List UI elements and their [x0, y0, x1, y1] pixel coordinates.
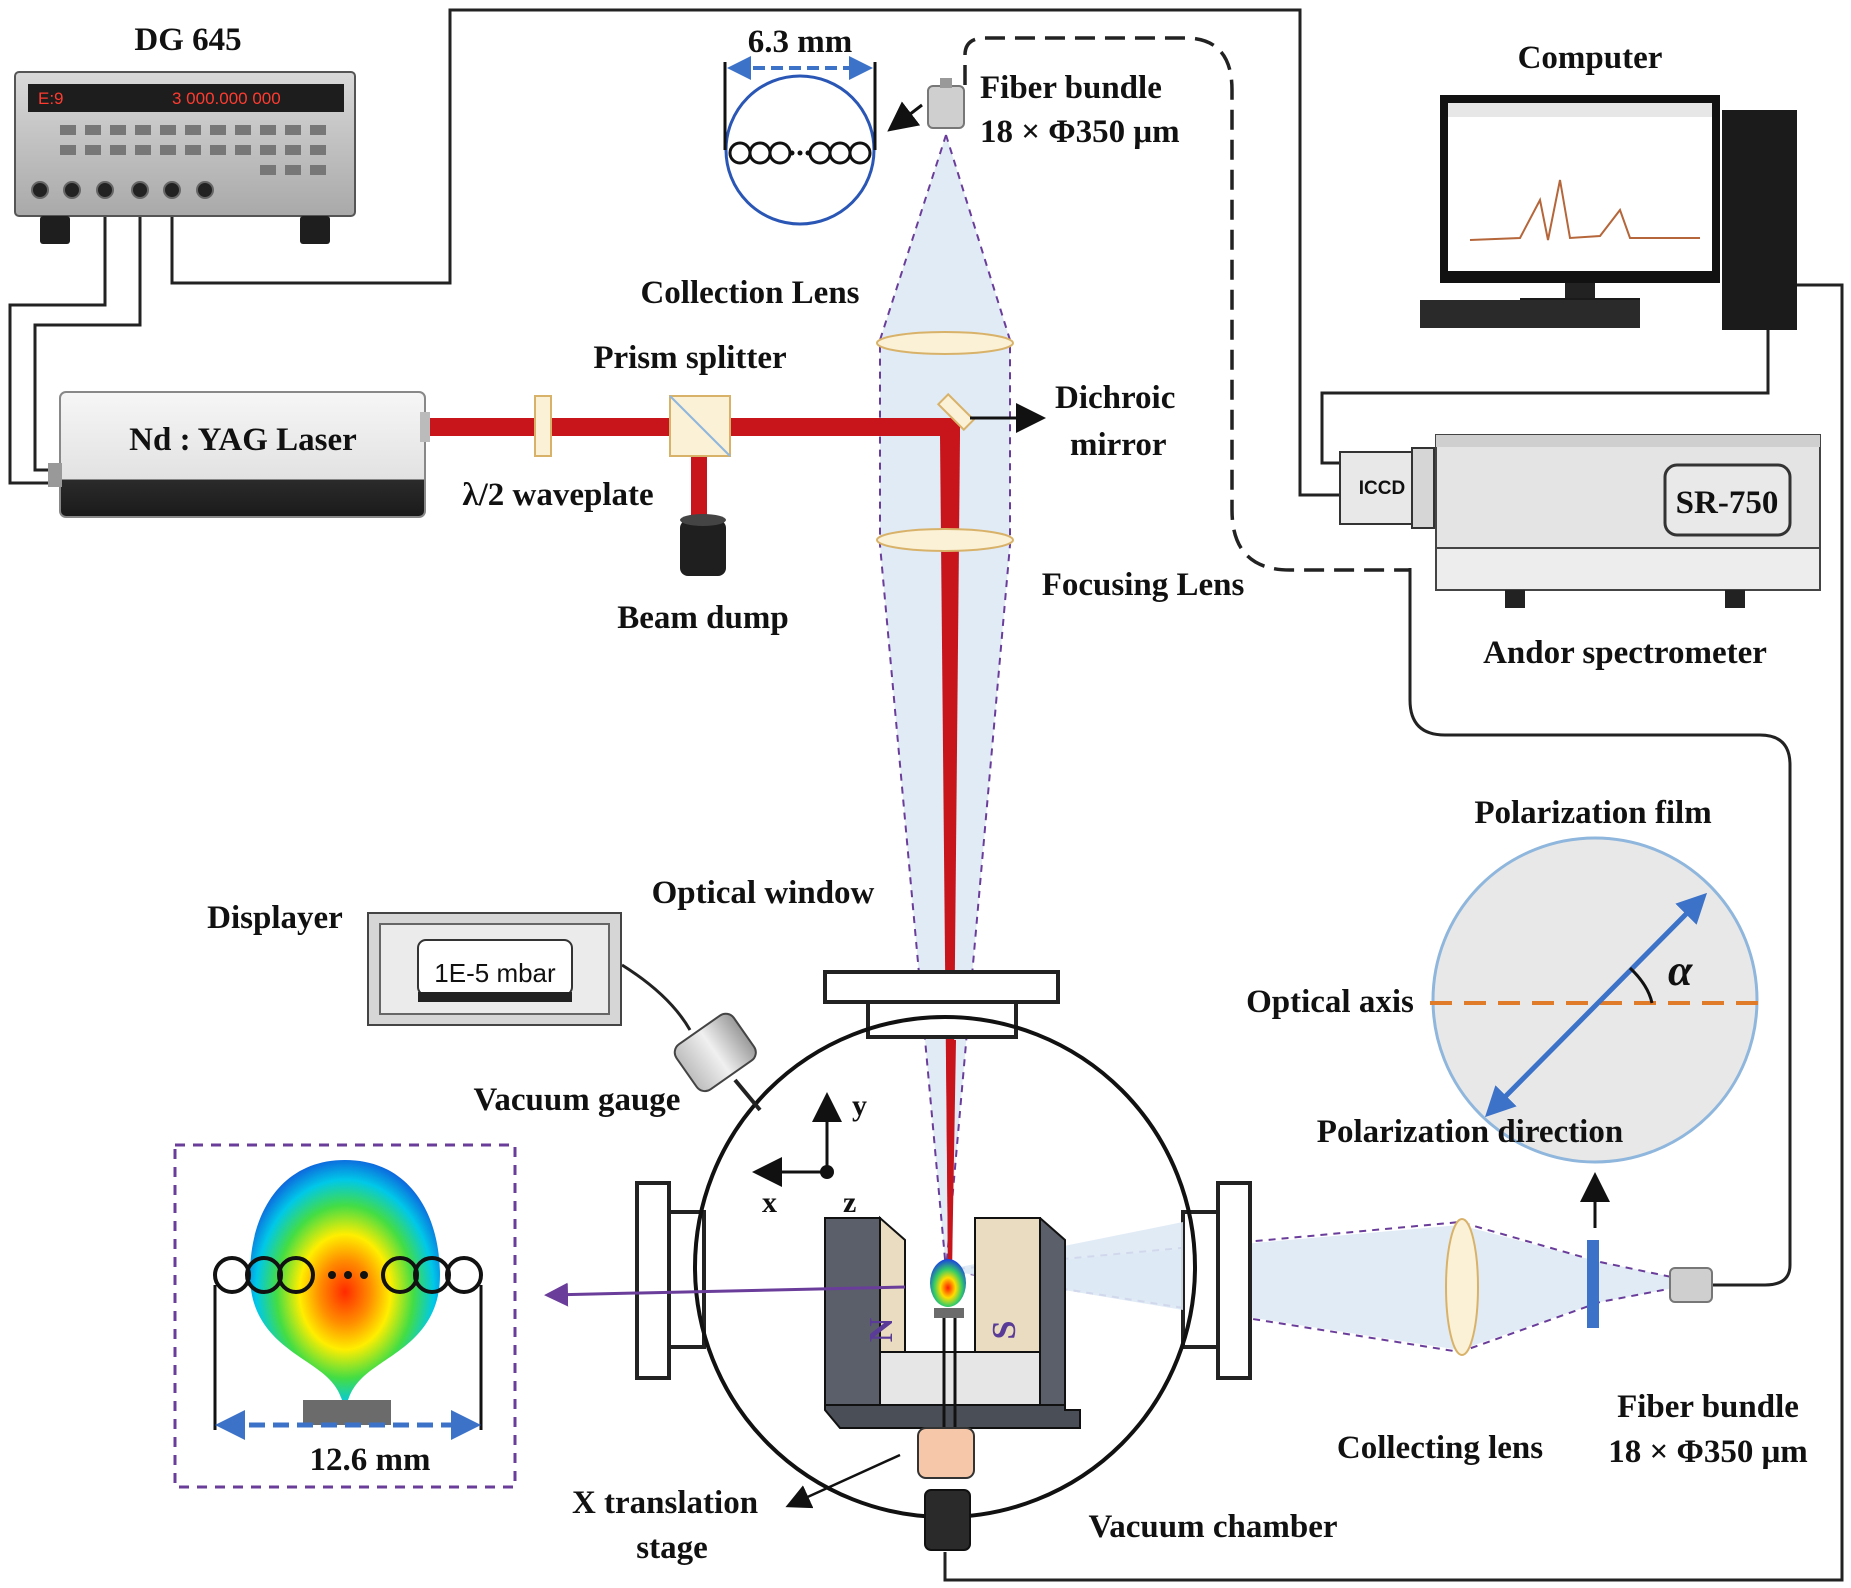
waveplate-label: λ/2 waveplate	[462, 477, 653, 513]
computer-label: Computer	[1518, 40, 1663, 76]
axis-y-label: y	[852, 1089, 867, 1122]
fiber-collimator-bottom-icon	[1669, 1267, 1713, 1303]
waveplate-icon	[534, 395, 552, 457]
focusing-lens-label: Focusing Lens	[1042, 567, 1245, 603]
andor-label: Andor spectrometer	[1483, 635, 1767, 671]
vacuum-gauge-label: Vacuum gauge	[474, 1082, 681, 1118]
optical-axis-label: Optical axis	[1246, 984, 1414, 1020]
dg645-display-left: E:9	[38, 89, 64, 108]
collecting-lens-label: Collecting lens	[1337, 1430, 1543, 1466]
dg645-label: DG 645	[134, 22, 241, 58]
spectrometer-icon	[1435, 434, 1821, 608]
dichroic-label-line1: Dichroic	[1055, 380, 1175, 416]
magnet-s-label: S	[986, 1321, 1023, 1340]
iccd-icon	[1339, 447, 1435, 529]
dichroic-mirror-icon	[936, 392, 976, 432]
spot-width-label: 6.3 mm	[748, 24, 852, 60]
vacuum-chamber-label: Vacuum chamber	[1088, 1509, 1337, 1545]
collection-lens-icon	[876, 331, 1014, 355]
polarization-direction-label: Polarization direction	[1317, 1114, 1623, 1150]
fiber-cable-dashed	[963, 36, 1410, 572]
focusing-lens-icon	[876, 528, 1014, 552]
vacuum-chamber-icon	[635, 970, 1252, 1519]
beam-dump-label: Beam dump	[617, 600, 788, 636]
vacuum-gauge-icon	[673, 1012, 762, 1112]
cable-wires	[8, 8, 1844, 1582]
fiber-spec-bottom-label: 18 × Φ350 μm	[1608, 1434, 1808, 1470]
magnet-icon	[824, 1215, 1081, 1429]
coordinate-axes	[752, 1092, 842, 1187]
collecting-lens-icon	[1445, 1218, 1479, 1356]
laser-label: Nd : YAG Laser	[129, 422, 357, 458]
magnet-n-label: N	[863, 1317, 900, 1342]
alpha-label: α	[1668, 946, 1693, 995]
computer-icon	[1420, 95, 1797, 330]
delay-generator-icon: E:9 3 000.000 000	[14, 71, 356, 244]
optical-window-label: Optical window	[652, 875, 875, 911]
polarization-film-diagram	[1430, 836, 1759, 1164]
target-stage-icon	[917, 1259, 975, 1551]
fiber-bundle-top-label: Fiber bundle	[980, 70, 1162, 106]
laser-head-icon	[48, 391, 430, 518]
dg645-display-right: 3 000.000 000	[172, 89, 281, 108]
x-stage-label-line1: X translation	[572, 1485, 758, 1521]
pressure-readout: 1E-5 mbar	[434, 958, 556, 988]
x-stage-label-line2: stage	[636, 1530, 707, 1566]
polarization-film-label: Polarization film	[1474, 795, 1711, 831]
fiber-collimator-icon	[927, 78, 965, 129]
dichroic-label-line2: mirror	[1070, 427, 1167, 463]
fiber-spot-diagram	[723, 56, 877, 226]
displayer-label: Displayer	[207, 900, 343, 936]
polarizer-icon	[1587, 1240, 1599, 1328]
spectrometer-model-label: SR-750	[1676, 485, 1779, 521]
prism-splitter-label: Prism splitter	[593, 340, 786, 376]
beam-dump-icon	[680, 514, 726, 576]
prism-splitter-icon	[669, 395, 731, 457]
plume-inset	[173, 1143, 517, 1489]
displayer-icon	[367, 912, 622, 1026]
collection-lens-label: Collection Lens	[640, 275, 859, 311]
plume-width-label: 12.6 mm	[310, 1442, 431, 1478]
fiber-spec-top-label: 18 × Φ350 μm	[980, 114, 1180, 150]
iccd-label: ICCD	[1359, 478, 1405, 499]
axis-x-label: x	[762, 1186, 777, 1219]
fiber-bundle-bottom-label: Fiber bundle	[1617, 1389, 1799, 1425]
axis-z-label: z	[843, 1186, 856, 1219]
